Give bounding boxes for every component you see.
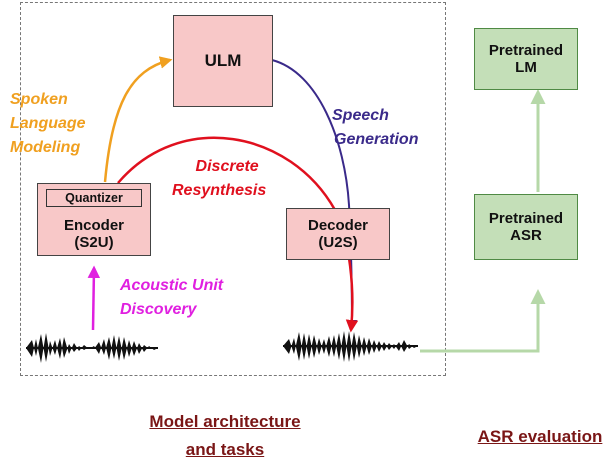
speech-generation-label: Speech Generation [332, 104, 418, 152]
discrete-resynthesis-line: Resynthesis [172, 182, 267, 199]
encoder-box: Quantizer Encoder (S2U) [37, 183, 151, 256]
caption-line: Model architecture [149, 412, 301, 431]
asr-evaluation-caption: ASR evaluation [466, 423, 614, 451]
asr-input-arrow [420, 289, 546, 353]
spoken-lm-line: Language [10, 115, 86, 132]
caption-line: and tasks [185, 440, 265, 459]
spoken-lm-line: Spoken [10, 91, 68, 108]
acoustic-unit-discovery-label: Acoustic Unit Discovery [120, 274, 223, 322]
speech-generation-arrow [271, 59, 357, 330]
encoder-label: Encoder [63, 217, 124, 234]
encoder-subtitle: (S2U) [74, 234, 114, 251]
decoder-label: Decoder [307, 217, 369, 234]
quantizer-box: Quantizer [46, 189, 142, 207]
caption-line: ASR evaluation [477, 427, 603, 446]
output-waveform [283, 331, 418, 362]
pretrained-lm-label: Pretrained [488, 42, 564, 59]
pretrained-lm-subtitle: LM [515, 59, 537, 76]
spoken-lm-arrow [103, 56, 173, 183]
quantizer-label: Quantizer [65, 191, 123, 205]
ulm-box: ULM [173, 15, 273, 107]
pretrained-asr-subtitle: ASR [510, 227, 542, 244]
discrete-resynthesis-line: Discrete [195, 158, 259, 175]
speech-generation-line: Speech [332, 107, 389, 124]
pretrained-asr-box: Pretrained ASR [474, 194, 578, 260]
discrete-resynthesis-arrow [117, 136, 359, 333]
acoustic-unit-discovery-arrow [87, 265, 101, 331]
ulm-label: ULM [204, 51, 242, 70]
model-architecture-caption: Model architecture and tasks [128, 408, 322, 464]
pretrained-asr-label: Pretrained [488, 210, 564, 227]
decoder-subtitle: (U2S) [318, 234, 358, 251]
pretrained-lm-box: Pretrained LM [474, 28, 578, 90]
discrete-resynthesis-label: Discrete Resynthesis [172, 155, 266, 203]
acoustic-unit-discovery-line: Acoustic Unit [120, 277, 224, 294]
acoustic-unit-discovery-line: Discovery [120, 301, 197, 318]
speech-generation-line: Generation [334, 131, 419, 148]
spoken-lm-line: Modeling [10, 139, 81, 156]
model-architecture-frame [20, 2, 446, 376]
input-waveform [26, 333, 158, 363]
spoken-lm-label: Spoken Language Modeling [10, 88, 86, 160]
decoder-box: Decoder (U2S) [286, 208, 390, 260]
